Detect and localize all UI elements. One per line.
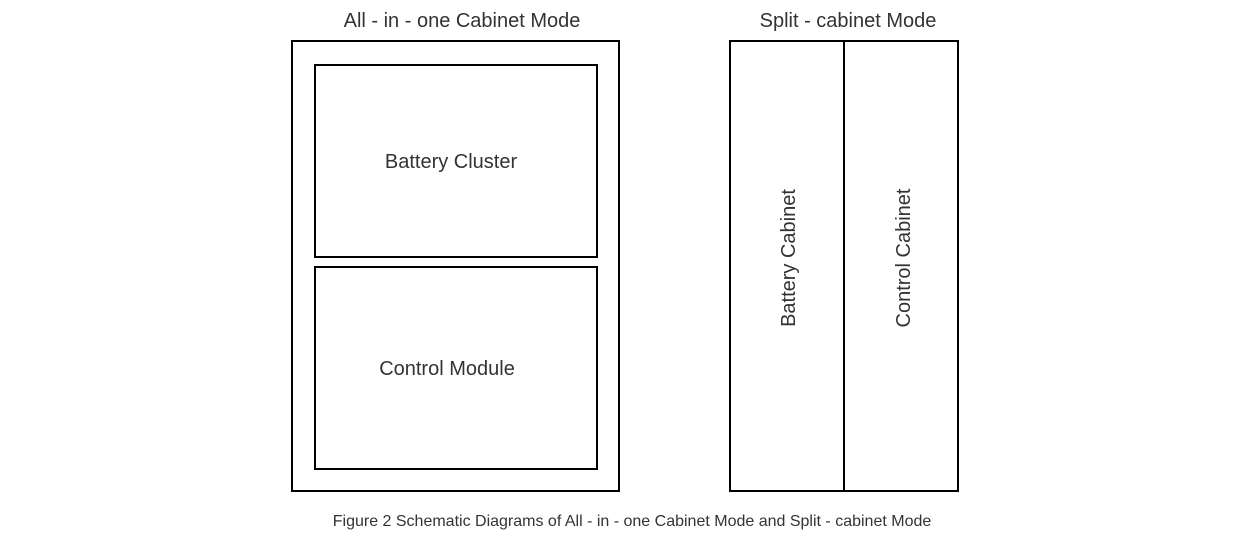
split-cabinet-title: Split - cabinet Mode <box>759 10 937 32</box>
split-cabinet-divider <box>843 40 845 492</box>
control-cabinet-label: Control Cabinet <box>893 188 915 328</box>
all-in-one-title: All - in - one Cabinet Mode <box>343 10 581 32</box>
control-module-label: Control Module <box>379 358 515 380</box>
battery-cabinet-label: Battery Cabinet <box>778 189 800 327</box>
battery-cluster-label: Battery Cluster <box>384 151 518 173</box>
battery-cluster-box <box>314 64 598 258</box>
control-module-box <box>314 266 598 470</box>
figure-caption: Figure 2 Schematic Diagrams of All - in … <box>332 513 932 530</box>
